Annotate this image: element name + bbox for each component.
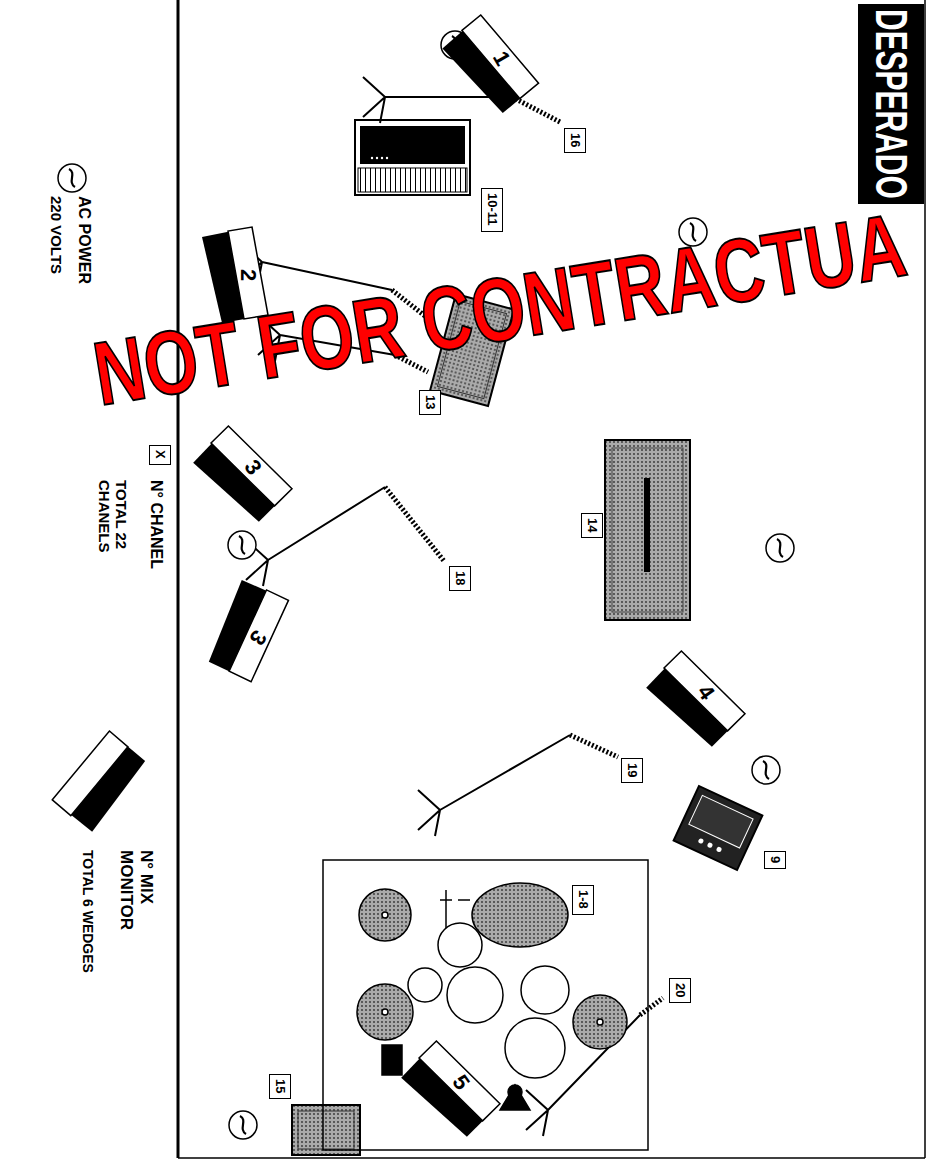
callout-number: 16 xyxy=(567,133,582,147)
watermark: NOT FOR CONTRACTUA xyxy=(88,199,912,419)
monitor-wedge: 4 xyxy=(638,639,753,761)
callout-box: X xyxy=(149,445,171,465)
keyboard xyxy=(355,120,470,195)
legend-sample xyxy=(42,164,158,838)
bass-amp xyxy=(605,440,690,620)
callout-box: 20 xyxy=(669,978,691,1003)
legend-text: N° MIX MONITOR xyxy=(116,850,155,935)
callout-number: 14 xyxy=(584,518,599,532)
legend-note: TOTAL 22 CHANELS xyxy=(95,480,130,560)
callout-number: 10-11 xyxy=(484,193,499,226)
callout-box: 10-11 xyxy=(481,188,503,232)
callout-box: 14 xyxy=(581,513,603,538)
callout-number: 9 xyxy=(767,856,782,863)
legend-note: 220 VOLTS xyxy=(47,196,64,274)
wedge-outline xyxy=(185,414,300,536)
legend-text: AC POWER xyxy=(75,196,93,284)
mic-stand xyxy=(240,77,663,1136)
callout-number: 15 xyxy=(272,1079,287,1093)
stage-frame xyxy=(178,0,925,1158)
monitor-wedge: 3 xyxy=(190,569,305,691)
wedge-outline xyxy=(638,639,753,761)
callout-box: 16 xyxy=(564,128,586,153)
legend-text: N° CHANEL xyxy=(147,480,165,569)
wedge-outline xyxy=(435,4,546,126)
small-amp xyxy=(674,786,763,870)
callout-number: 13 xyxy=(422,395,437,409)
callout-box: 15 xyxy=(269,1074,291,1099)
callout-box: 13 xyxy=(419,390,441,415)
drum-riser xyxy=(323,860,648,1150)
callout-box: 1-8 xyxy=(572,885,594,915)
callout-number: 1-8 xyxy=(575,890,590,909)
monitor-wedge: 5 xyxy=(393,1029,508,1151)
callout-box: 19 xyxy=(621,758,643,783)
monitor-wedge: 1 xyxy=(435,4,546,126)
callout-number: X xyxy=(152,450,167,459)
monitor-wedge: 3 xyxy=(185,414,300,536)
drum-kit xyxy=(357,883,627,1110)
band-name-banner: DESPERADO xyxy=(858,4,924,204)
callout-number: 18 xyxy=(452,571,467,585)
callout-number: 19 xyxy=(624,763,639,777)
ac-power-symbol xyxy=(228,31,794,1139)
wedge-outline xyxy=(393,1029,508,1151)
band-name: DESPERADO xyxy=(867,9,915,199)
amp xyxy=(292,1105,360,1155)
callout-number: 20 xyxy=(672,983,687,997)
callout-box: 18 xyxy=(449,566,471,591)
callout-box: 9 xyxy=(764,851,786,869)
legend-note: TOTAL 6 WEDGES xyxy=(80,850,96,973)
